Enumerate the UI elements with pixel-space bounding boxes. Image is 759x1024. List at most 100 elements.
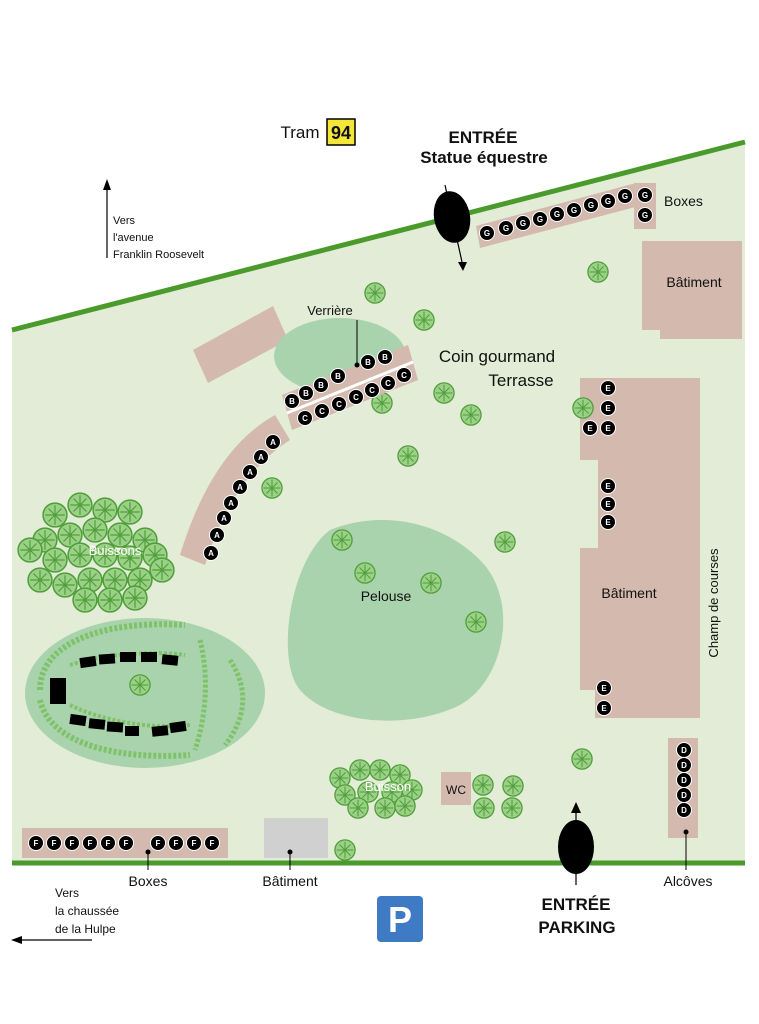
stall-marker[interactable]: A bbox=[223, 495, 239, 511]
stall-letter: F bbox=[156, 839, 161, 848]
stall-marker[interactable]: C bbox=[331, 396, 347, 412]
tree-icon bbox=[334, 839, 356, 861]
stall-marker[interactable]: F bbox=[46, 835, 62, 851]
stall-marker[interactable]: C bbox=[396, 367, 412, 383]
stall-marker[interactable]: A bbox=[253, 449, 269, 465]
stall-marker[interactable]: C bbox=[297, 410, 313, 426]
stall-marker[interactable]: C bbox=[348, 389, 364, 405]
stall-marker[interactable]: G bbox=[583, 197, 599, 213]
stall-marker[interactable]: C bbox=[380, 375, 396, 391]
stall-marker[interactable]: A bbox=[209, 527, 225, 543]
tree-icon bbox=[17, 537, 43, 563]
alcoves-pointer-dot bbox=[683, 829, 689, 835]
stall-marker[interactable]: B bbox=[330, 368, 346, 384]
stall-marker[interactable]: F bbox=[64, 835, 80, 851]
stall-marker[interactable]: F bbox=[100, 835, 116, 851]
stall-letter: B bbox=[303, 389, 309, 398]
stall-marker[interactable]: E bbox=[600, 380, 616, 396]
stall-marker[interactable]: F bbox=[168, 835, 184, 851]
stall-marker[interactable]: E bbox=[600, 478, 616, 494]
stall-marker[interactable]: G bbox=[515, 215, 531, 231]
stall-marker[interactable]: D bbox=[676, 757, 692, 773]
stall-letter: C bbox=[319, 407, 325, 416]
stall-marker[interactable]: C bbox=[314, 403, 330, 419]
stall-letter: C bbox=[302, 414, 308, 423]
stall-marker[interactable]: G bbox=[498, 220, 514, 236]
stall-letter: D bbox=[681, 746, 687, 755]
stall-marker[interactable]: F bbox=[204, 835, 220, 851]
verriere-label: Verrière bbox=[307, 303, 353, 318]
stall-letter: E bbox=[605, 518, 611, 527]
lawn-block bbox=[141, 652, 157, 662]
stall-marker[interactable]: E bbox=[600, 400, 616, 416]
parking-icon[interactable] bbox=[377, 896, 423, 942]
stall-marker[interactable]: A bbox=[216, 510, 232, 526]
stall-marker[interactable]: D bbox=[676, 772, 692, 788]
tree-icon bbox=[97, 587, 123, 613]
stall-marker[interactable]: F bbox=[82, 835, 98, 851]
stall-marker[interactable]: F bbox=[186, 835, 202, 851]
pelouse-lawn bbox=[287, 520, 504, 721]
tree-icon bbox=[587, 261, 609, 283]
stall-marker[interactable]: G bbox=[617, 188, 633, 204]
stall-marker[interactable]: E bbox=[596, 680, 612, 696]
stall-marker[interactable]: B bbox=[377, 349, 393, 365]
stall-marker[interactable]: G bbox=[637, 187, 653, 203]
stall-marker[interactable]: D bbox=[676, 742, 692, 758]
stall-letter: C bbox=[369, 386, 375, 395]
stall-marker[interactable]: D bbox=[676, 787, 692, 803]
stall-letter: F bbox=[52, 839, 57, 848]
tree-icon bbox=[494, 531, 516, 553]
to-roosevelt-line3: Franklin Roosevelt bbox=[113, 249, 204, 261]
tree-icon bbox=[397, 445, 419, 467]
tree-icon bbox=[465, 611, 487, 633]
stall-marker[interactable]: G bbox=[566, 202, 582, 218]
to-roosevelt-line2: l'avenue bbox=[113, 232, 154, 244]
stall-marker[interactable]: E bbox=[600, 514, 616, 530]
stall-letter: A bbox=[214, 531, 220, 540]
stall-marker[interactable]: G bbox=[532, 211, 548, 227]
stall-marker[interactable]: B bbox=[360, 354, 376, 370]
stall-marker[interactable]: C bbox=[364, 382, 380, 398]
tram-badge bbox=[326, 118, 356, 146]
stall-marker[interactable]: E bbox=[600, 420, 616, 436]
stall-marker[interactable]: B bbox=[313, 377, 329, 393]
stall-marker[interactable]: B bbox=[298, 385, 314, 401]
stall-marker[interactable]: G bbox=[600, 193, 616, 209]
stall-marker[interactable]: G bbox=[549, 206, 565, 222]
stall-marker[interactable]: A bbox=[232, 479, 248, 495]
stall-marker[interactable]: F bbox=[150, 835, 166, 851]
stall-marker[interactable]: E bbox=[582, 420, 598, 436]
stall-marker[interactable]: G bbox=[637, 207, 653, 223]
hedge-left-lawn-2 bbox=[37, 699, 191, 759]
stall-marker[interactable]: F bbox=[28, 835, 44, 851]
stall-marker[interactable]: G bbox=[479, 225, 495, 241]
boxes-top-label: Boxes bbox=[664, 193, 703, 209]
terrasse-label: Terrasse bbox=[488, 371, 553, 390]
verriere-pointer-dot bbox=[354, 362, 360, 368]
tree-icon bbox=[42, 502, 68, 528]
fence-north bbox=[11, 139, 746, 333]
lawn-block bbox=[50, 678, 66, 704]
stall-marker[interactable]: A bbox=[265, 434, 281, 450]
stall-letter: B bbox=[382, 353, 388, 362]
lawn-block bbox=[120, 652, 136, 662]
tree-icon bbox=[52, 572, 78, 598]
stall-marker[interactable]: A bbox=[203, 545, 219, 561]
stall-marker[interactable]: D bbox=[676, 802, 692, 818]
stall-letter: A bbox=[208, 549, 214, 558]
lawn-block bbox=[125, 726, 139, 736]
stall-marker[interactable]: A bbox=[242, 464, 258, 480]
entry-top-title: ENTRÉE bbox=[449, 128, 518, 147]
stall-letter: B bbox=[365, 358, 371, 367]
stall-marker[interactable]: B bbox=[284, 393, 300, 409]
stall-marker[interactable]: F bbox=[118, 835, 134, 851]
tree-icon bbox=[572, 397, 594, 419]
stall-marker[interactable]: E bbox=[600, 496, 616, 512]
stall-marker[interactable]: E bbox=[596, 700, 612, 716]
stall-letter: B bbox=[318, 381, 324, 390]
boxes-bottom-pointer-dot bbox=[145, 849, 151, 855]
tree-icon bbox=[369, 759, 391, 781]
tree-icon bbox=[27, 567, 53, 593]
